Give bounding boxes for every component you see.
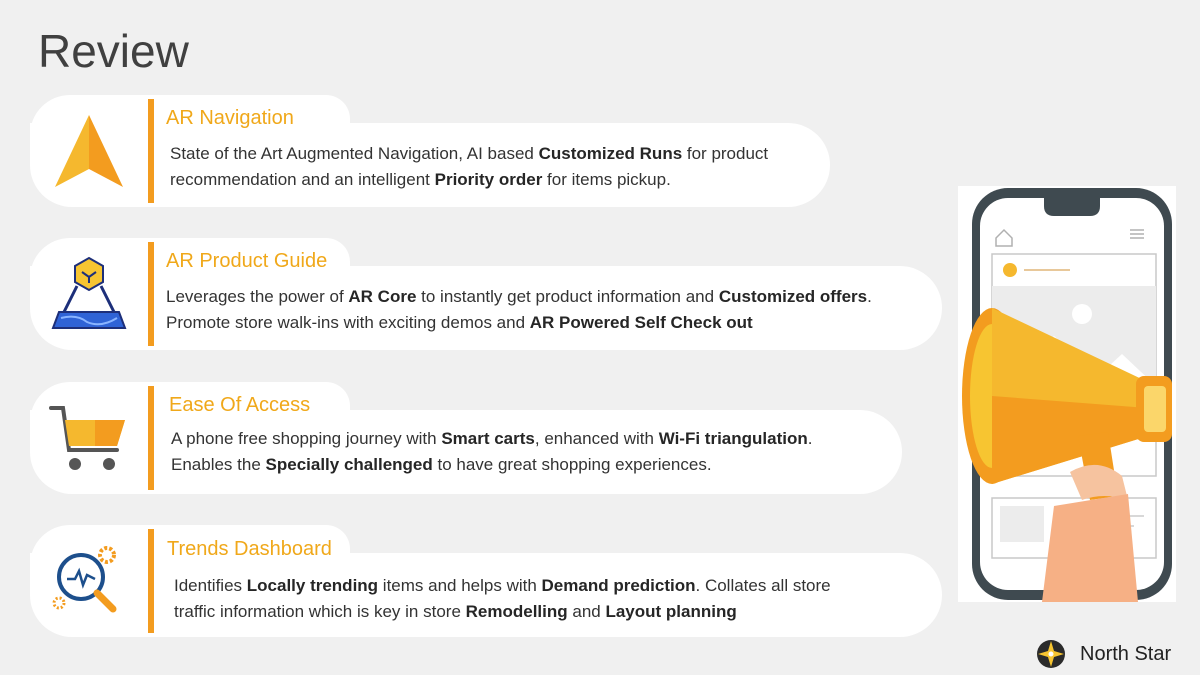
accent-bar [148, 529, 154, 633]
description-line: State of the Art Augmented Navigation, A… [170, 144, 769, 163]
ar-hologram-icon [30, 238, 148, 350]
section-title: AR Navigation [166, 107, 294, 129]
description-line: Promote store walk-ins with exciting dem… [166, 313, 753, 332]
description-line: traffic information which is key in stor… [174, 602, 737, 621]
navigation-arrow-icon [30, 95, 148, 207]
section-title: Trends Dashboard [167, 538, 332, 560]
description-line: Enables the Specially challenged to have… [171, 455, 712, 474]
section-title: Ease Of Access [169, 394, 311, 416]
compass-star-icon [1037, 640, 1065, 668]
page-title: Review [38, 25, 189, 77]
shopping-cart-icon [30, 382, 148, 494]
brand-name: North Star [1080, 642, 1172, 665]
description-line: Leverages the power of AR Core to instan… [166, 287, 872, 306]
description-line: Identifies Locally trending items and he… [174, 576, 831, 595]
brand: North Star [1036, 638, 1171, 670]
section-body [30, 553, 942, 637]
section-body [30, 123, 830, 207]
section-body [30, 410, 902, 494]
section-ar-product-guide: AR Product Guide Leverages the power of … [30, 238, 942, 353]
accent-bar [148, 99, 154, 203]
section-title: AR Product Guide [166, 250, 328, 272]
section-body [30, 266, 942, 350]
analytics-magnifier-icon [30, 525, 148, 637]
accent-bar [148, 242, 154, 346]
phone-megaphone-icon [958, 186, 1176, 602]
description-line: A phone free shopping journey with Smart… [171, 429, 813, 448]
section-trends-dashboard: Trends Dashboard Identifies Locally tren… [30, 525, 942, 640]
section-description: Identifies Locally trending items and he… [174, 573, 831, 625]
section-ar-navigation: AR Navigation State of the Art Augmented… [30, 95, 830, 210]
section-description: A phone free shopping journey with Smart… [171, 426, 812, 478]
accent-bar [148, 386, 154, 490]
section-description: Leverages the power of AR Core to instan… [166, 284, 872, 336]
section-ease-of-access: Ease Of Access A phone free shopping jou… [30, 382, 902, 497]
section-description: State of the Art Augmented Navigation, A… [170, 141, 768, 193]
description-line: recommendation and an intelligent Priori… [170, 170, 671, 189]
